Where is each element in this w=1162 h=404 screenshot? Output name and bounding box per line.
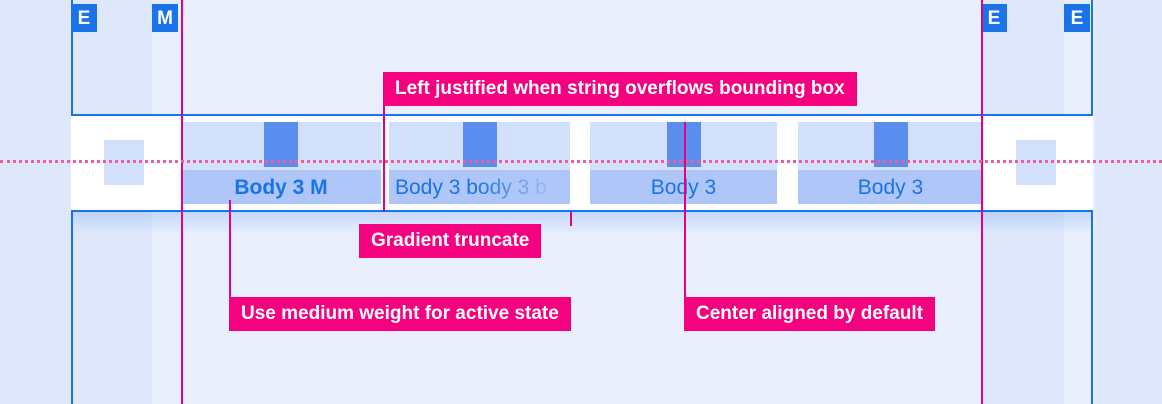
marker-chip-edge-right-inner: E [981, 4, 1007, 32]
measure-line-tab1-left [181, 0, 183, 404]
tab-label-band: Body 3 [590, 170, 777, 204]
annotation-center-aligned: Center aligned by default [684, 297, 935, 331]
tab-item-overflow[interactable]: Body 3 body 3 b [389, 122, 570, 204]
annotation-left-justified: Left justified when string overflows bou… [383, 72, 857, 106]
annotation-medium-weight: Use medium weight for active state [229, 297, 571, 331]
marker-chip-margin-left: M [152, 4, 178, 32]
tab-label-band: Body 3 body 3 b [389, 170, 570, 204]
tab-label-text: Body 3 [857, 175, 924, 199]
tab-label-text: Body 3 [650, 175, 717, 199]
tint-band-left-outer [0, 0, 71, 404]
tab-item-default-2[interactable]: Body 3 [798, 122, 983, 204]
tab-label-text: Body 3 body 3 b [395, 175, 547, 199]
measure-line-tab4-right [981, 0, 983, 404]
marker-chip-edge-left-outer: E [71, 4, 97, 32]
panel-shadow-glow [71, 212, 1093, 234]
marker-chip-edge-right-outer: E [1064, 4, 1090, 32]
tab-icon-placeholder [666, 122, 701, 167]
annotation-gradient-truncate: Gradient truncate [359, 224, 542, 258]
leader-center-aligned [684, 122, 686, 300]
tab-label-band: Body 3 [798, 170, 983, 204]
vertical-center-guide [0, 160, 1162, 163]
tab-label-band: Body 3 M [181, 170, 381, 204]
tint-band-right-outer [1095, 0, 1162, 404]
tab-item-default-1[interactable]: Body 3 [590, 122, 777, 204]
leader-gradient-truncate [570, 212, 572, 226]
tab-label-text: Body 3 M [234, 175, 328, 199]
tab-icon-placeholder [264, 122, 298, 167]
tab-item-active[interactable]: Body 3 M [181, 122, 381, 204]
leader-left-justified [383, 104, 385, 212]
tab-icon-placeholder [873, 122, 908, 167]
leader-medium-weight [229, 200, 231, 300]
tab-icon-placeholder [462, 122, 497, 167]
